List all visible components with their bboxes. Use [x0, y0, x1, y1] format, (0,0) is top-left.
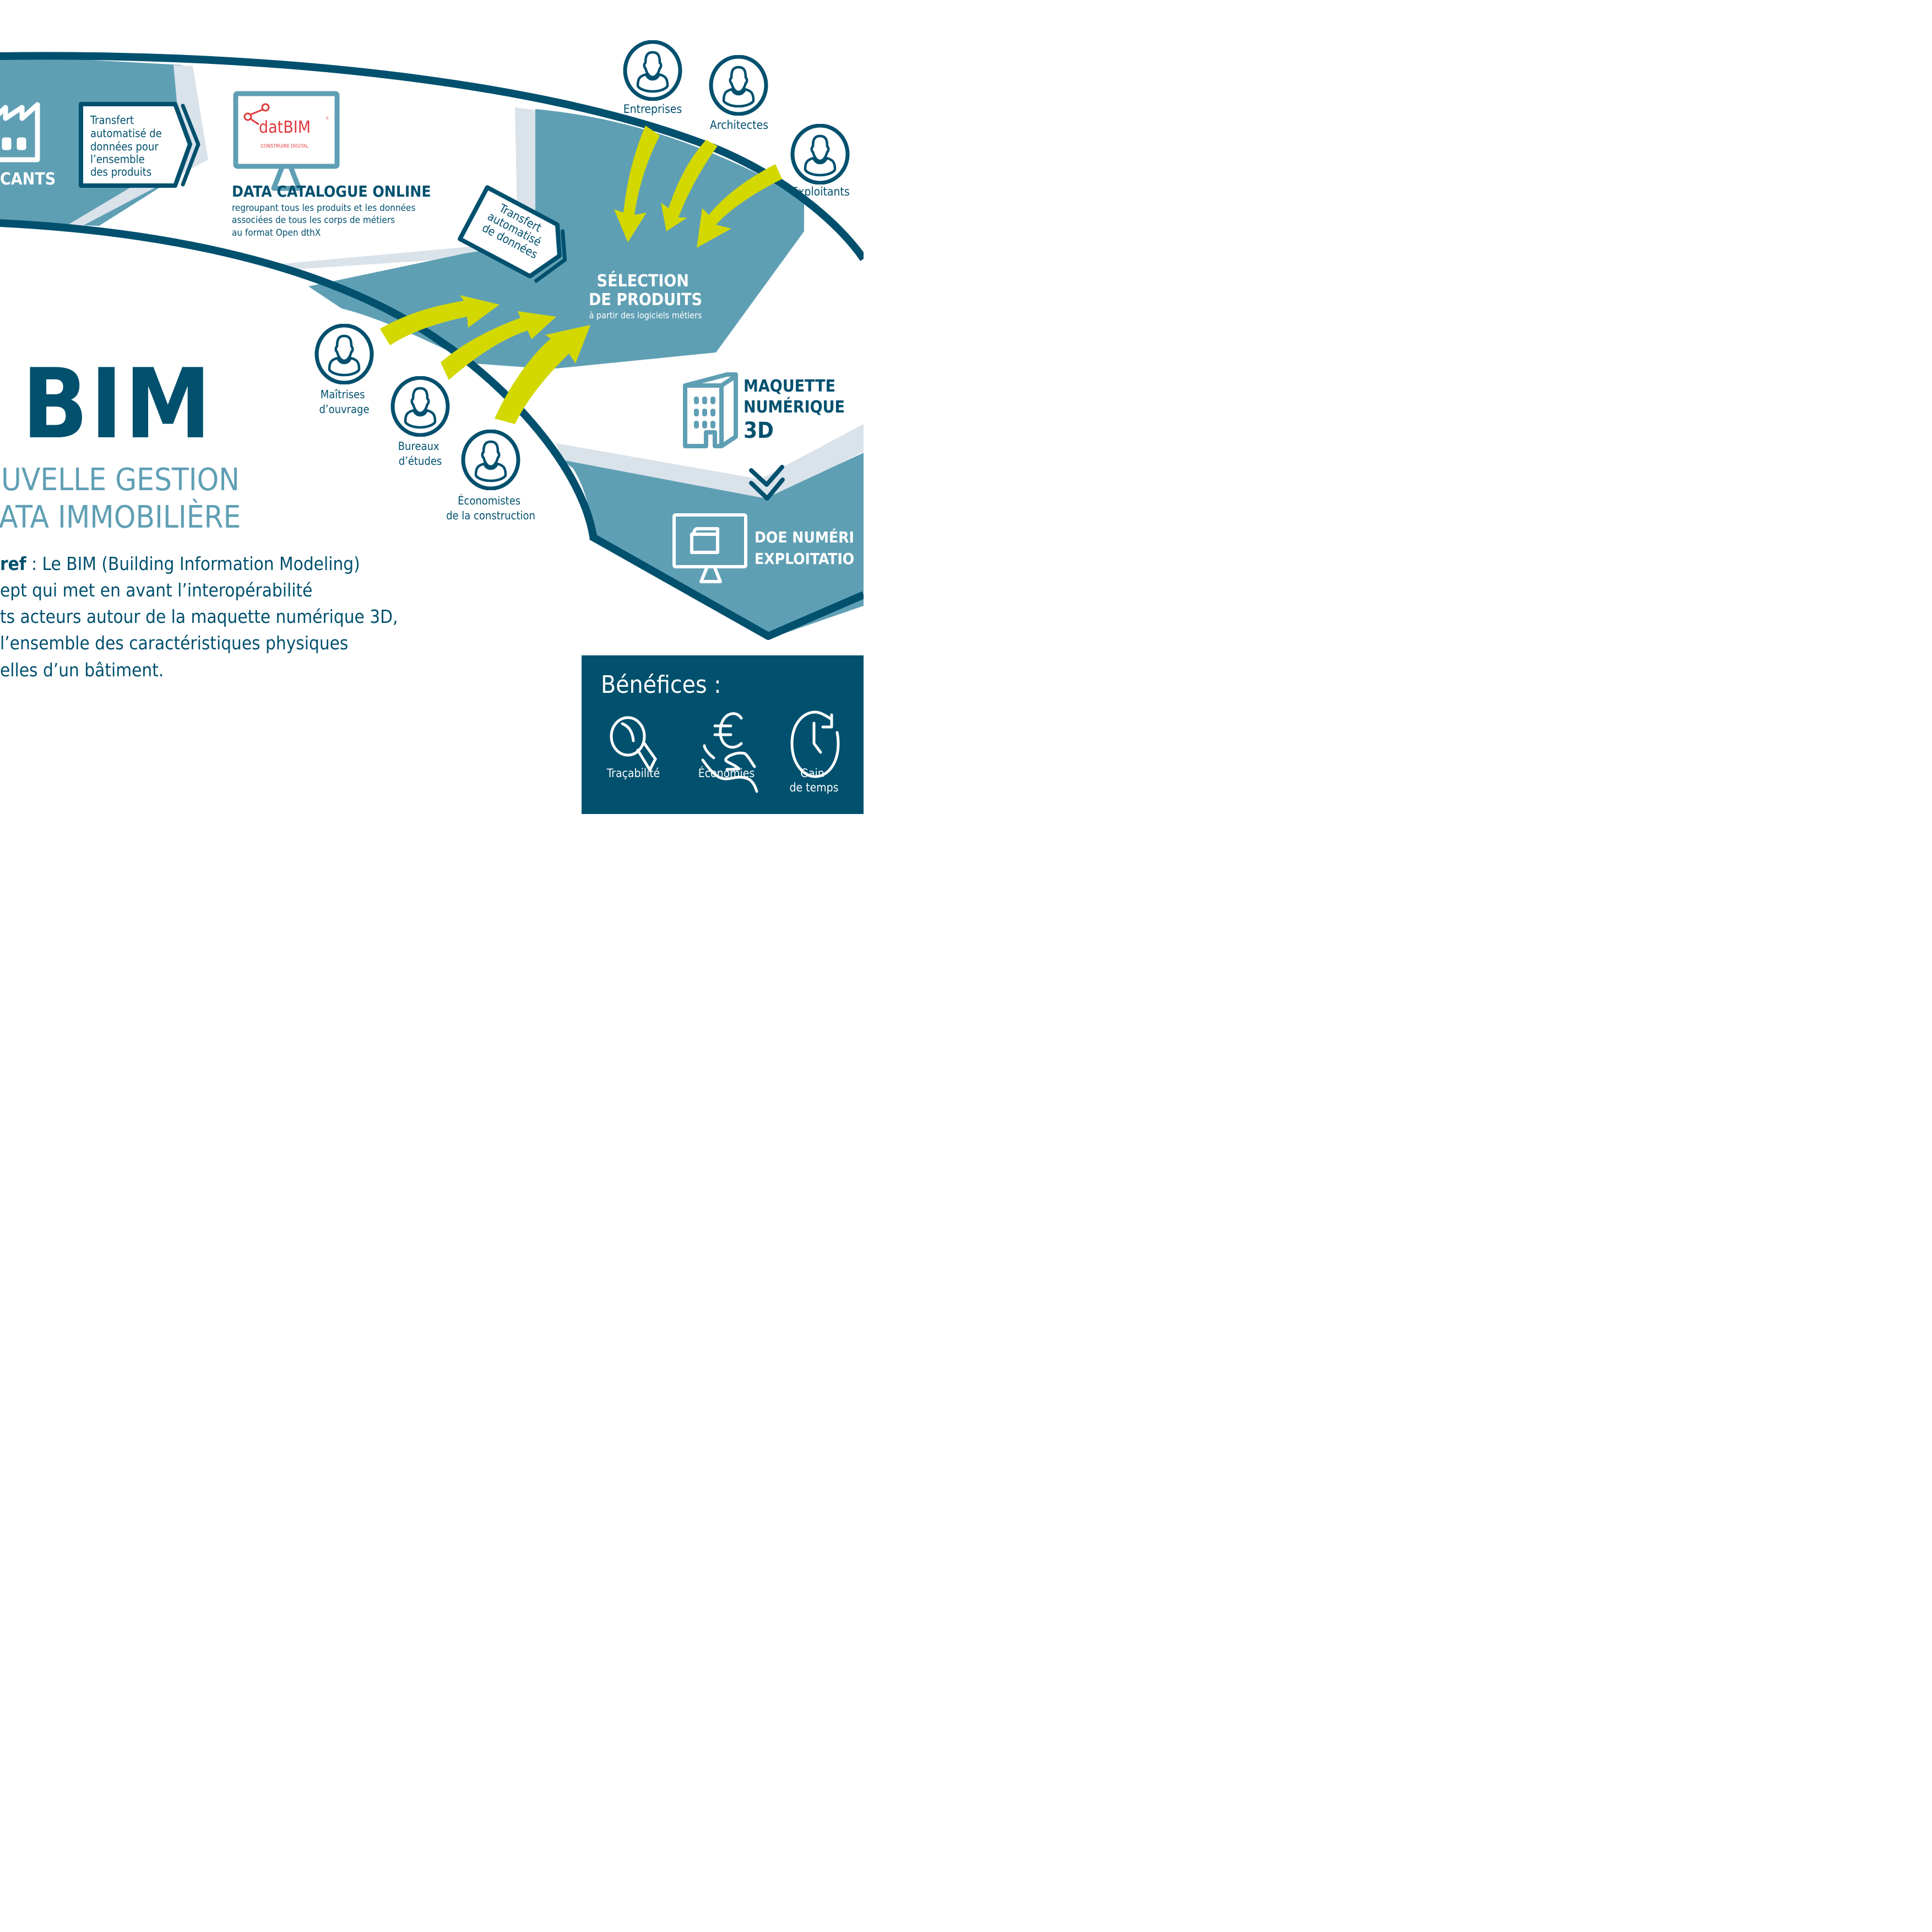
bim-description-line: elles d’un bâtiment. [0, 659, 164, 681]
actor-label: d’ouvrage [319, 403, 369, 416]
benefice-label: Traçabilité [606, 767, 660, 780]
person-icon [393, 378, 448, 435]
monitor-folder-icon [672, 513, 747, 583]
selection-subtitle: à partir des logiciels métiers [589, 310, 702, 321]
benefices-panel: Bénéfices : Traçabilité Économies Gain d… [582, 655, 864, 814]
maquette-line: MAQUETTE [744, 377, 835, 396]
actor-label: de la construction [446, 509, 535, 522]
arrow-bureaux [441, 311, 556, 380]
svg-text:ref : Le BIM (Building Informa: ref : Le BIM (Building Information Model… [0, 553, 403, 681]
selection-title-line: DE PRODUITS [589, 290, 702, 310]
bim-description-bold: ref [0, 553, 27, 574]
arrow-architectes [661, 140, 718, 231]
svg-text:MAQUETTE NUMÉRIQUE 3D: MAQUETTE NUMÉRIQUE 3D [744, 377, 848, 443]
benefice-label: de temps [790, 781, 839, 794]
person-icon [625, 42, 680, 99]
actor-maitrises: Maîtrises d’ouvrage [317, 325, 372, 416]
fabricants-label: CANTS [0, 170, 56, 189]
bim-infographic: CANTS Transfert automatisé de données po… [0, 0, 864, 814]
actor-label: Économistes [458, 494, 520, 507]
doe-line: DOE NUMÉRI [755, 528, 854, 546]
actor-label: d’études [399, 454, 442, 468]
bim-subtitle-line: UVELLE GESTION [1, 462, 240, 498]
svg-text:Bureaux d’études: Bureaux d’études [398, 439, 443, 468]
transfer-box-2: Transfert automatisé de données [458, 185, 567, 283]
benefice-label: Économies [698, 766, 755, 780]
doe-line: EXPLOITATIO [755, 550, 854, 568]
maquette-line: NUMÉRIQUE [744, 397, 845, 417]
svg-text:Économistes de la constr: Économistes de la construction [446, 494, 535, 522]
euro-hand-icon [701, 712, 758, 793]
arrow-entreprises [614, 126, 660, 242]
transfer-1-line: l’ensemble [90, 153, 145, 166]
catalogue-line: associées de tous les corps de métiers [232, 215, 395, 226]
actor-label: Architectes [710, 118, 768, 132]
actor-economistes: Économistes de la construction [446, 431, 535, 522]
datbim-logo-text: datBIM [259, 118, 311, 137]
catalogue-line: au format Open dthX [232, 227, 321, 238]
transfer-1-line: Transfert [90, 113, 134, 127]
bim-title: BIM [22, 349, 213, 460]
selection-title-line: SÉLECTION [597, 271, 689, 291]
bim-subtitle-line: ATA IMMOBILIÈRE [0, 500, 241, 535]
band-separator-1 [66, 65, 208, 226]
svg-text:SÉLECTION DE PRODUITS: SÉLECTION DE PRODUITS [589, 271, 702, 310]
arrows [380, 126, 782, 424]
building-windows [694, 397, 715, 428]
transfer-1-line: des produits [90, 165, 151, 178]
bottom-edge [590, 533, 864, 640]
arrow-exploitants [697, 164, 782, 248]
person-icon [711, 57, 766, 114]
actor-label: Entreprises [623, 102, 682, 116]
person-icon [793, 126, 848, 183]
molecule-icon [243, 103, 270, 126]
svg-text:UVELLE GESTION ATA IMMOBIL: UVELLE GESTION ATA IMMOBILIÈRE [0, 462, 248, 535]
actor-exploitants: Exploitants [791, 126, 850, 198]
svg-text:DOE NUMÉRI EXPLOITATIO: DOE NUMÉRI EXPLOITATIO [755, 528, 859, 568]
actor-architectes: Architectes [710, 57, 768, 132]
svg-text:Maîtrises d’ouvrage: Maîtrises d’ouvrage [319, 388, 369, 416]
actor-label: Bureaux [398, 439, 439, 453]
benefice-label: Gain [800, 767, 824, 780]
double-chevron-down-icon [749, 465, 785, 501]
actor-label: Maîtrises [321, 388, 365, 401]
transfer-1-line: automatisé de [90, 127, 162, 140]
svg-text:regroupant tous les produits e: regroupant tous les produits et les donn… [232, 203, 418, 238]
svg-text:Gain de temps: Gain de temps [790, 767, 839, 794]
actor-bureaux: Bureaux d’études [393, 378, 448, 468]
arrow-economistes [495, 325, 590, 424]
band-separator-3 [556, 424, 864, 501]
person-icon [317, 325, 372, 383]
factory-icon [0, 102, 40, 162]
bim-description-line: ept qui met en avant l’interopérabilité [0, 579, 312, 601]
datbim-copyright: © [325, 116, 329, 121]
transfer-box-1: Transfert automatisé de données pour l’e… [79, 102, 200, 188]
outer-curve [0, 52, 864, 261]
datbim-logo: datBIM © CONSTRUIRE DIGITAL [243, 103, 329, 149]
benefices-title: Bénéfices : [601, 671, 721, 699]
actor-label: Exploitants [791, 185, 849, 198]
magnifier-icon [610, 716, 657, 773]
transfer-1-line: données pour [90, 140, 159, 153]
catalogue-line: regroupant tous les produits et les donn… [232, 203, 415, 214]
actor-entreprises: Entreprises [623, 42, 682, 116]
bim-description-line: l’ensemble des caractéristiques physique… [0, 632, 348, 654]
arrow-maitrises [380, 295, 500, 345]
catalogue-title: DATA CATALOGUE ONLINE [232, 182, 431, 200]
band-doe [562, 453, 864, 639]
bim-description-line: : Le BIM (Building Information Modeling) [26, 553, 360, 574]
building-icon [683, 372, 738, 448]
bim-description-line: ts acteurs autour de la maquette numériq… [0, 606, 398, 627]
clock-icon [790, 710, 840, 778]
svg-text:Transfert automatisé de: Transfert automatisé de données pour l’e… [90, 113, 165, 178]
person-icon [463, 431, 518, 489]
monitor-icon [233, 91, 340, 191]
maquette-line: 3D [744, 418, 774, 443]
datbim-tagline: CONSTRUIRE DIGITAL [261, 144, 308, 149]
